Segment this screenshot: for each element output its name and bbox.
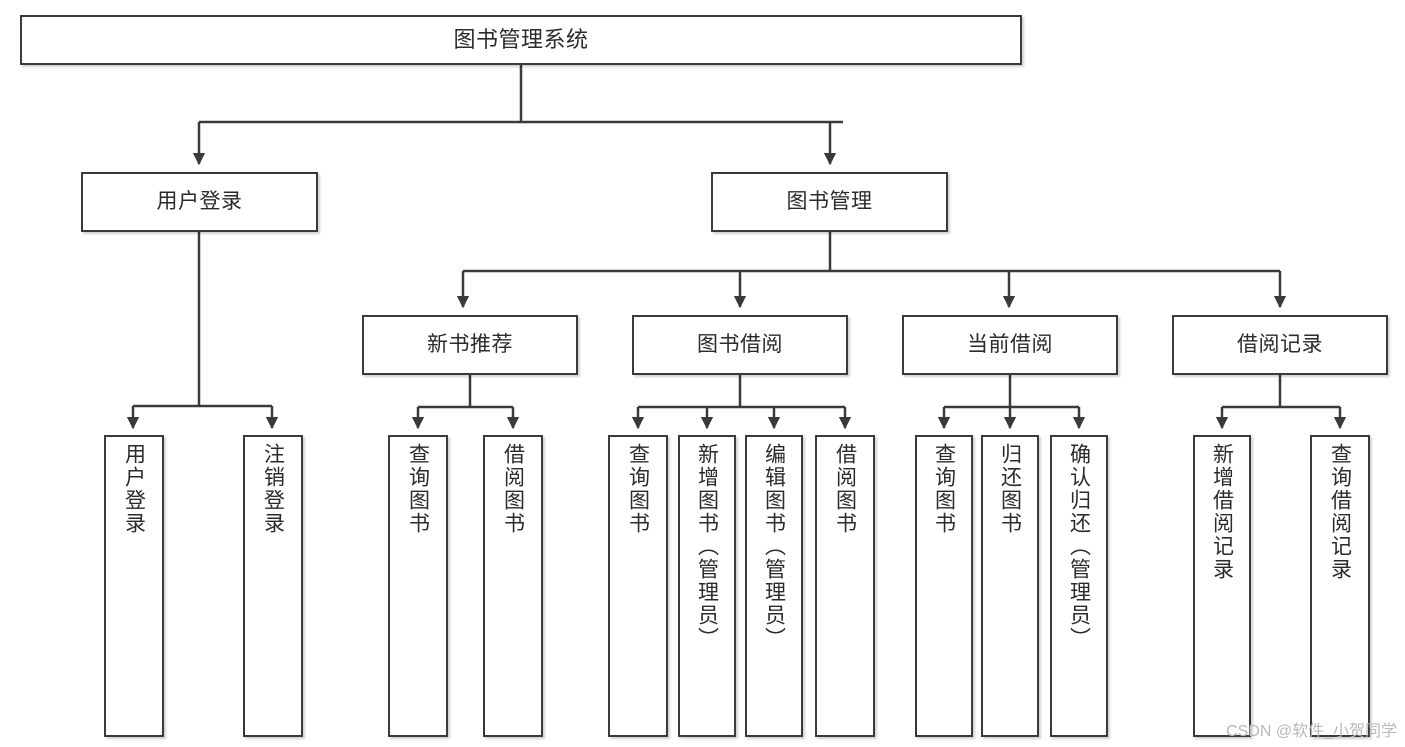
leaf-add-book-label: 新增图书（管理员） bbox=[695, 443, 719, 650]
leaf-query-book-2-label: 查询图书 bbox=[626, 443, 650, 535]
leaf-confirm-return[interactable]: 确认归还（管理员） bbox=[1050, 435, 1108, 737]
node-current-borrow-label: 当前借阅 bbox=[967, 333, 1053, 357]
leaf-logout-label: 注销登录 bbox=[261, 443, 285, 535]
node-book-borrow[interactable]: 图书借阅 bbox=[632, 315, 848, 375]
node-borrow-record-label: 借阅记录 bbox=[1237, 333, 1323, 357]
leaf-query-book-1[interactable]: 查询图书 bbox=[388, 435, 448, 737]
leaf-borrow-book-2-label: 借阅图书 bbox=[833, 443, 857, 535]
leaf-query-record-label: 查询借阅记录 bbox=[1328, 443, 1352, 581]
leaf-add-record[interactable]: 新增借阅记录 bbox=[1193, 435, 1251, 737]
leaf-return-book[interactable]: 归还图书 bbox=[981, 435, 1039, 737]
leaf-borrow-book-1[interactable]: 借阅图书 bbox=[483, 435, 543, 737]
leaf-user-login[interactable]: 用户登录 bbox=[104, 435, 164, 737]
leaf-edit-book-label: 编辑图书（管理员） bbox=[762, 443, 786, 650]
leaf-query-book-2[interactable]: 查询图书 bbox=[608, 435, 668, 737]
leaf-add-book[interactable]: 新增图书（管理员） bbox=[678, 435, 736, 737]
leaf-user-login-label: 用户登录 bbox=[122, 443, 146, 535]
leaf-edit-book[interactable]: 编辑图书（管理员） bbox=[745, 435, 803, 737]
node-root[interactable]: 图书管理系统 bbox=[20, 15, 1022, 65]
leaf-borrow-book-1-label: 借阅图书 bbox=[501, 443, 525, 535]
node-new-book-rec[interactable]: 新书推荐 bbox=[362, 315, 578, 375]
node-user-login-label: 用户登录 bbox=[156, 190, 243, 214]
node-root-label: 图书管理系统 bbox=[453, 26, 589, 52]
leaf-query-book-3-label: 查询图书 bbox=[932, 443, 956, 535]
leaf-confirm-return-label: 确认归还（管理员） bbox=[1067, 443, 1091, 650]
leaf-return-book-label: 归还图书 bbox=[998, 443, 1022, 535]
node-borrow-record[interactable]: 借阅记录 bbox=[1172, 315, 1388, 375]
leaf-add-record-label: 新增借阅记录 bbox=[1210, 443, 1234, 581]
node-new-book-rec-label: 新书推荐 bbox=[427, 333, 513, 357]
leaf-query-book-1-label: 查询图书 bbox=[406, 443, 430, 535]
leaf-query-book-3[interactable]: 查询图书 bbox=[915, 435, 973, 737]
leaf-query-record[interactable]: 查询借阅记录 bbox=[1310, 435, 1370, 737]
node-user-login[interactable]: 用户登录 bbox=[81, 172, 318, 232]
node-book-manage[interactable]: 图书管理 bbox=[711, 172, 948, 232]
leaf-logout[interactable]: 注销登录 bbox=[243, 435, 303, 737]
node-current-borrow[interactable]: 当前借阅 bbox=[902, 315, 1118, 375]
node-book-borrow-label: 图书借阅 bbox=[697, 333, 783, 357]
node-book-manage-label: 图书管理 bbox=[786, 190, 873, 214]
leaf-borrow-book-2[interactable]: 借阅图书 bbox=[815, 435, 875, 737]
